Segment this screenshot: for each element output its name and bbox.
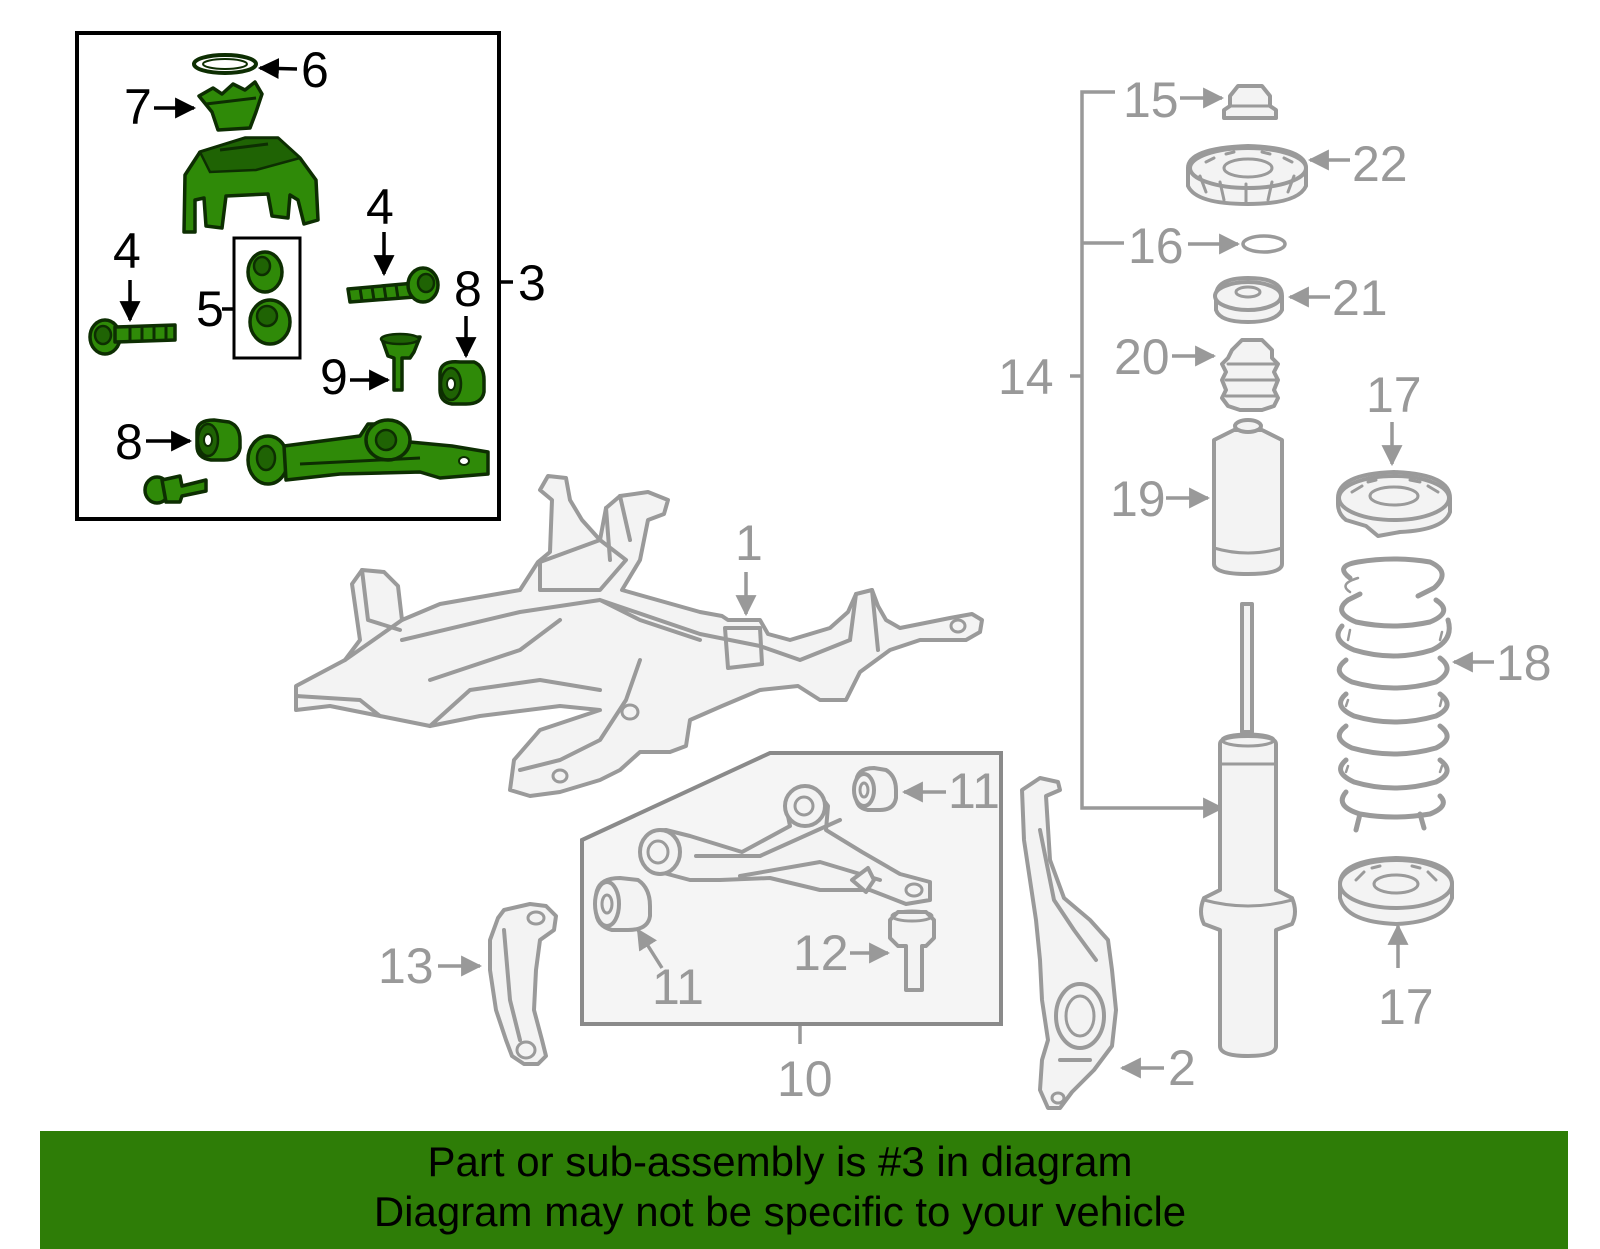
callout-4-left: 4 [113, 223, 141, 279]
callout-6: 6 [301, 42, 329, 98]
banner-line-1: Part or sub-assembly is #3 in diagram [427, 1138, 1133, 1185]
callout-8-right: 8 [454, 261, 482, 317]
part-4-bolt-right[interactable] [346, 266, 440, 304]
part-17-spring-seat-lower[interactable] [1338, 856, 1454, 926]
part-small-bolt[interactable] [143, 474, 208, 505]
callout-1: 1 [735, 515, 763, 571]
callout-22: 22 [1352, 136, 1408, 192]
callout-8-left: 8 [115, 414, 143, 470]
part-6-seal-ring[interactable] [192, 53, 258, 75]
callout-15: 15 [1123, 72, 1179, 128]
part-21-bearing[interactable] [1213, 276, 1284, 324]
callout-5: 5 [196, 281, 224, 337]
callout-21: 21 [1332, 270, 1388, 326]
callout-14: 14 [998, 349, 1054, 405]
callout-18: 18 [1496, 635, 1552, 691]
callout-16: 16 [1128, 218, 1184, 274]
banner-line-2: Diagram may not be specific to your vehi… [373, 1188, 1187, 1235]
part-10-lower-arm-group[interactable]: 11 11 12 [580, 751, 1003, 1026]
part-4-bolt-left[interactable] [88, 318, 177, 356]
part-10-control-arm[interactable] [638, 784, 932, 906]
part-8-bushing-right[interactable] [438, 360, 486, 406]
part-8-bushing-left[interactable] [195, 418, 242, 462]
part-14-strut-shock[interactable] [1199, 602, 1297, 1058]
callout-12: 12 [793, 925, 849, 981]
sub-assembly-3-group[interactable]: 6 7 4 4 5 8 9 8 3 [75, 31, 546, 521]
callout-20: 20 [1114, 329, 1170, 385]
callout-7: 7 [124, 79, 152, 135]
callout-13: 13 [378, 938, 434, 994]
part-18-coil-spring[interactable] [1335, 556, 1452, 833]
part-20-jounce-bumper[interactable] [1220, 338, 1280, 412]
part-22-strut-mount[interactable] [1186, 144, 1308, 206]
info-banner: Part or sub-assembly is #3 in diagram Di… [40, 1131, 1568, 1249]
callout-17-lower: 17 [1378, 979, 1434, 1035]
callout-17-upper: 17 [1366, 367, 1422, 423]
part-11-bushing-upper[interactable] [852, 766, 898, 812]
part-5-bushing-pair[interactable] [232, 236, 302, 360]
part-12-ball-joint[interactable] [888, 909, 936, 992]
part-17-spring-seat-upper[interactable] [1336, 470, 1452, 538]
callout-11-upper: 11 [948, 763, 1000, 819]
callout-9: 9 [320, 349, 348, 405]
part-2-steering-knuckle[interactable] [1020, 776, 1118, 1110]
part-13-bracket[interactable] [488, 902, 558, 1066]
callout-2: 2 [1168, 1040, 1196, 1096]
callout-10: 10 [777, 1051, 833, 1107]
part-15-nut[interactable] [1222, 84, 1278, 120]
part-7-insulator[interactable] [197, 80, 264, 132]
callout-3: 3 [518, 255, 546, 311]
part-16-o-ring[interactable] [1241, 234, 1287, 254]
part-3-lower-bracket[interactable] [246, 418, 490, 486]
part-9-stud[interactable] [379, 332, 422, 392]
part-3-mount-bracket[interactable] [182, 136, 320, 234]
part-11-bushing-lower[interactable] [593, 876, 652, 932]
part-10-frame [580, 751, 1003, 1026]
part-1-subframe[interactable] [294, 474, 984, 798]
part-5-frame [232, 236, 302, 360]
part-19-dust-boot[interactable] [1212, 418, 1284, 576]
callout-19: 19 [1110, 471, 1166, 527]
callout-4-right: 4 [366, 179, 394, 235]
